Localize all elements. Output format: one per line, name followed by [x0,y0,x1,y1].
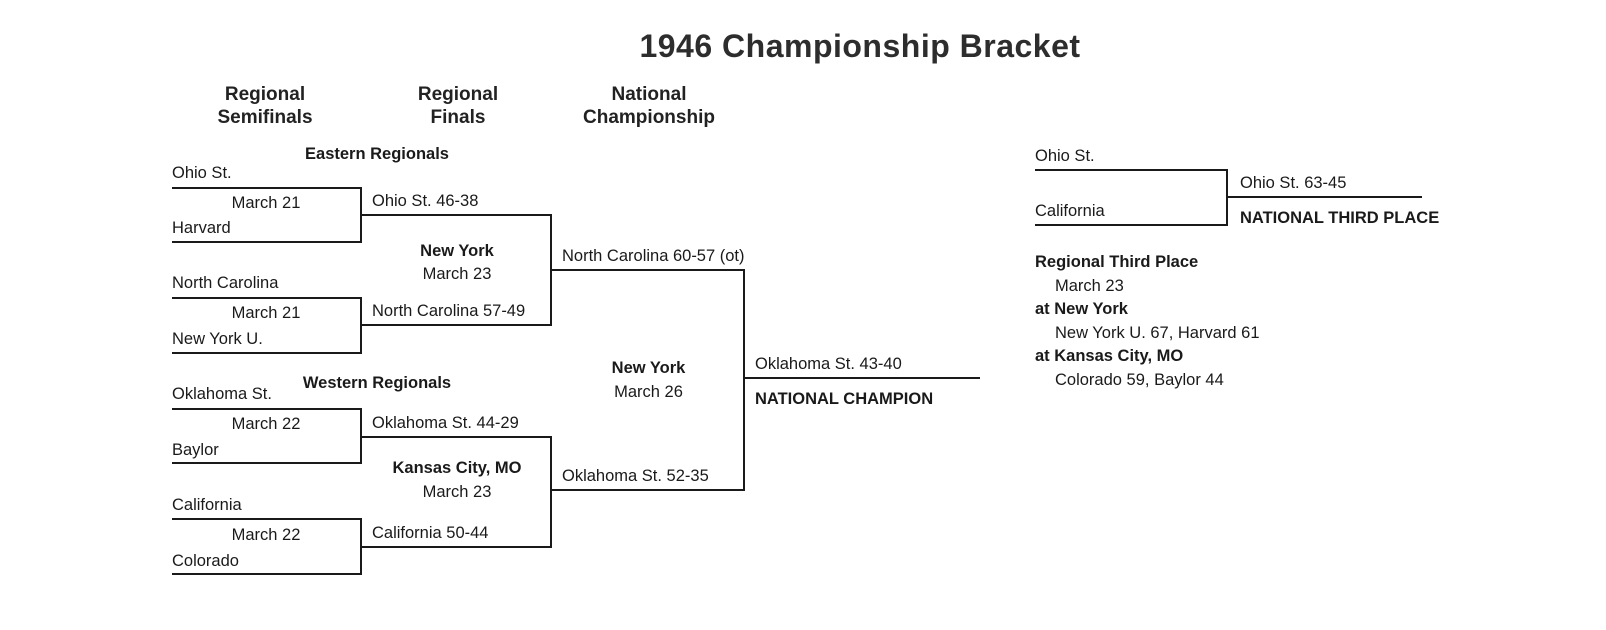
east-game2-top-line [172,297,362,299]
west-game2-bottom-team: Colorado [172,552,239,570]
west-game1-bottom-line [172,462,362,464]
east-game2-top-team: North Carolina [172,274,279,292]
west-final-top-winner: Oklahoma St. 44-29 [372,414,519,432]
round-header-semifinals: Regional Semifinals [217,84,313,128]
east-final-date: March 23 [422,265,492,283]
east-game1-bottom-team: Harvard [172,219,231,237]
championship-top-line [550,269,745,271]
third-place-result: Ohio St. 63-45 [1240,174,1347,192]
champion-line [743,377,980,379]
west-game1-top-line [172,408,362,410]
west-final-connector-line [550,436,552,548]
third-place-top-team: Ohio St. [1035,147,1095,165]
national-champion-label: NATIONAL CHAMPION [755,390,934,408]
championship-site: New York [611,359,686,377]
east-game2-date: March 21 [231,304,301,322]
west-game1-date: March 22 [231,415,301,433]
east-game2-bottom-team: New York U. [172,330,263,348]
east-game1-date: March 21 [231,194,301,212]
east-game1-top-team: Ohio St. [172,164,232,182]
third-place-bottom-line [1035,224,1228,226]
west-game2-bottom-line [172,573,362,575]
east-final-top-line [360,214,552,216]
west-final-date: March 23 [422,483,492,501]
east-game1-bottom-line [172,241,362,243]
page-title: 1946 Championship Bracket [639,28,1081,64]
championship-bottom-winner: Oklahoma St. 52-35 [562,467,709,485]
third-place-winner-line [1226,196,1422,198]
regional-third-place-result-new-york: New York U. 67, Harvard 61 [1055,324,1260,342]
national-third-place-label: NATIONAL THIRD PLACE [1240,209,1440,227]
regional-third-place-heading: Regional Third Place [1035,253,1199,271]
championship-top-winner: North Carolina 60-57 (ot) [562,247,745,265]
championship-date: March 26 [614,383,683,401]
third-place-top-line [1035,169,1228,171]
west-game1-top-team: Oklahoma St. [172,385,272,403]
east-final-bottom-line [360,324,552,326]
western-regionals-label: Western Regionals [302,374,452,392]
west-game2-top-line [172,518,362,520]
east-final-top-winner: Ohio St. 46-38 [372,192,479,210]
west-game2-date: March 22 [231,526,301,544]
champion-result: Oklahoma St. 43-40 [755,355,902,373]
regional-third-place-site-kansas-city: at Kansas City, MO [1035,347,1184,365]
west-final-top-line [360,436,552,438]
third-place-bottom-team: California [1035,202,1105,220]
west-final-bottom-line [360,546,552,548]
regional-third-place-result-kansas-city: Colorado 59, Baylor 44 [1055,371,1224,389]
east-game2-bottom-line [172,352,362,354]
championship-bottom-line [550,489,745,491]
west-game2-top-team: California [172,496,242,514]
eastern-regionals-label: Eastern Regionals [305,145,449,163]
west-game1-bottom-team: Baylor [172,441,219,459]
regional-third-place-site-new-york: at New York [1035,300,1128,318]
round-header-finals: Regional Finals [417,84,499,128]
west-final-site: Kansas City, MO [392,459,522,477]
east-final-site: New York [420,242,494,260]
championship-connector-line [743,269,745,491]
regional-third-place-date: March 23 [1055,277,1124,295]
west-final-bottom-winner: California 50-44 [372,524,489,542]
round-header-championship: National Championship [583,84,715,128]
east-final-bottom-winner: North Carolina 57-49 [372,302,526,320]
east-game1-top-line [172,187,362,189]
